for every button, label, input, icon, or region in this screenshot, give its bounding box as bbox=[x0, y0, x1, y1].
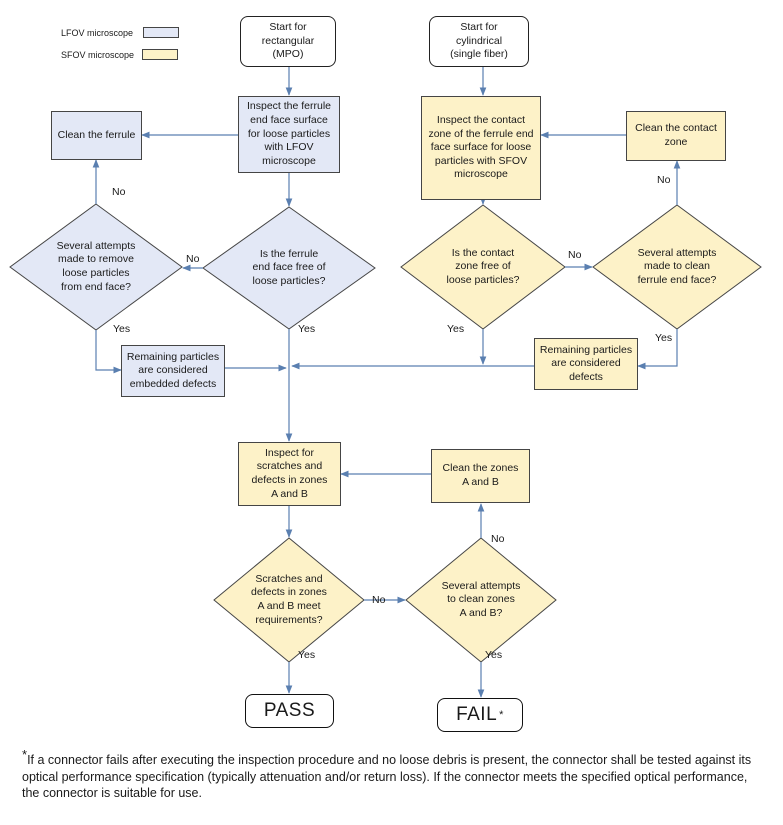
label-no-clean-ferrule: No bbox=[112, 186, 126, 198]
legend-sfov-label: SFOV microscope bbox=[61, 49, 135, 60]
attempts-clean-ferrule-text: Several attempts made to clean ferrule e… bbox=[637, 246, 717, 286]
pass-terminal: PASS bbox=[245, 694, 334, 728]
ferrule-free-text: Is the ferrule end face free of loose pa… bbox=[252, 247, 326, 287]
scratches-meet-text: Scratches and defects in zones A and B m… bbox=[251, 572, 327, 626]
start-cylindrical: Start for cylindrical (single fiber) bbox=[429, 16, 529, 67]
arrow-attempts-yes-to-remaining bbox=[637, 329, 678, 370]
clean-ferrule-box: Clean the ferrule bbox=[51, 111, 142, 160]
pass-text: PASS bbox=[263, 699, 316, 721]
legend-sfov: SFOV microscope bbox=[61, 49, 179, 60]
embedded-defects-box: Remaining particles are considered embed… bbox=[121, 345, 225, 397]
label-yes-scratches: Yes bbox=[298, 649, 316, 661]
fail-terminal: FAIL* bbox=[437, 698, 523, 732]
label-yes-ferrule-free: Yes bbox=[298, 323, 316, 335]
label-no-clean-zones: No bbox=[491, 533, 505, 545]
legend-lfov-label: LFOV microscope bbox=[61, 27, 134, 38]
inspect-scratches-box: Inspect for scratches and defects in zon… bbox=[238, 442, 341, 506]
inspect-contact-sfov-box: Inspect the contact zone of the ferrule … bbox=[421, 96, 541, 200]
label-no-clean-contact: No bbox=[657, 174, 671, 186]
label-no-ferrule-free: No bbox=[186, 253, 200, 265]
inspect-ferrule-lfov-box: Inspect the ferrule end face surface for… bbox=[238, 96, 340, 173]
legend-lfov-swatch bbox=[143, 27, 180, 38]
remaining-defects-box: Remaining particles are considered defec… bbox=[534, 338, 638, 390]
start-rectangular: Start for rectangular (MPO) bbox=[240, 16, 336, 67]
attempts-remove-text: Several attempts made to remove loose pa… bbox=[56, 239, 136, 293]
footnote-asterisk: * bbox=[22, 746, 28, 762]
label-yes-attempts-remove: Yes bbox=[113, 323, 131, 335]
label-no-scratches: No bbox=[372, 594, 386, 606]
attempts-clean-zones-text: Several attempts to clean zones A and B? bbox=[441, 579, 521, 619]
footnote: *If a connector fails after executing th… bbox=[22, 748, 767, 802]
legend-sfov-swatch bbox=[142, 49, 179, 60]
label-yes-attempts-zones: Yes bbox=[485, 649, 503, 661]
clean-zones-box: Clean the zones A and B bbox=[431, 449, 530, 503]
fail-text: FAIL bbox=[456, 703, 498, 725]
contact-free-text: Is the contact zone free of loose partic… bbox=[446, 246, 520, 286]
legend-lfov: LFOV microscope bbox=[61, 27, 180, 38]
label-yes-attempts-clean-ferrule: Yes bbox=[655, 332, 673, 344]
arrow-attempts-yes-to-embedded bbox=[95, 330, 122, 374]
label-yes-contact-free: Yes bbox=[447, 323, 465, 335]
clean-contact-zone-box: Clean the contact zone bbox=[626, 111, 726, 161]
footnote-text: If a connector fails after executing the… bbox=[22, 753, 752, 800]
connectors bbox=[92, 67, 681, 698]
label-no-contact-free: No bbox=[568, 249, 582, 261]
